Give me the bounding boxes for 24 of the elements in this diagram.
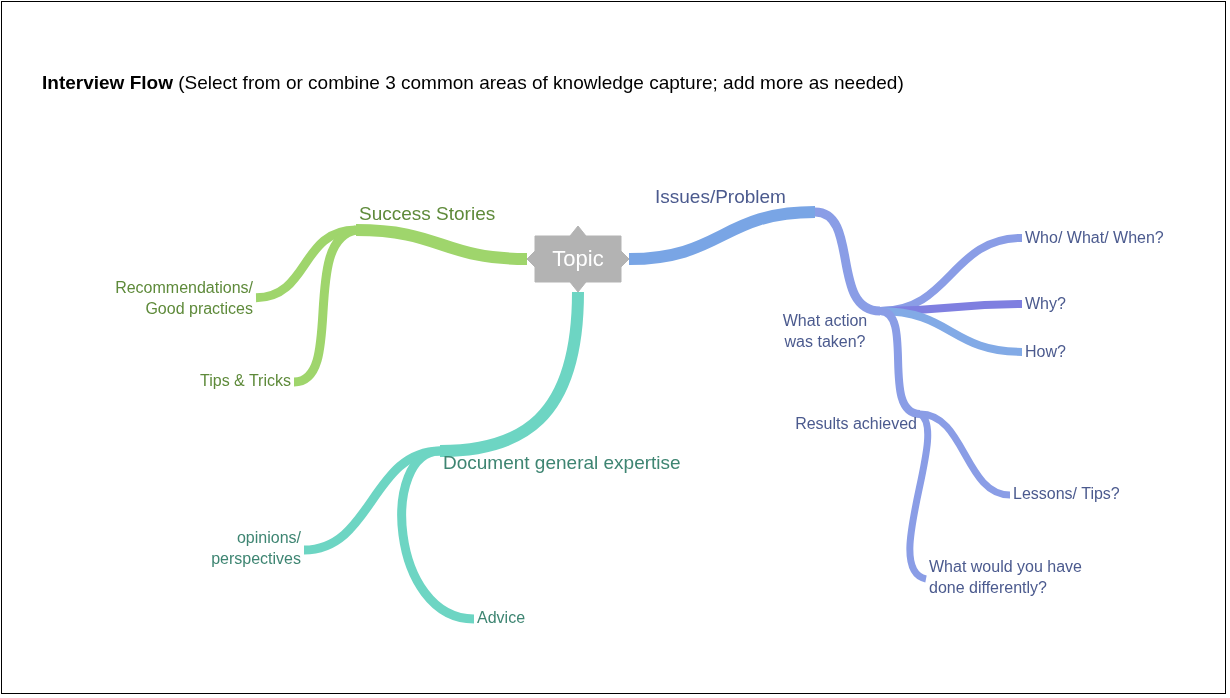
branch-label: What action was taken? [770, 311, 880, 357]
branch-line [919, 410, 1011, 499]
branch-label: Success Stories [356, 202, 522, 230]
branch-label: Recommendations/ Good practices [78, 278, 256, 322]
branch-label: Issues/Problem [652, 185, 815, 212]
branch-label: Advice [474, 608, 540, 630]
branch-label: Results achieved [776, 414, 920, 436]
branch-label: Why? [1022, 294, 1082, 316]
branch-line [439, 291, 584, 457]
branch-line [814, 207, 881, 316]
branch-label: Lessons/ Tips? [1010, 484, 1142, 506]
branch-label: Document general expertise [440, 451, 732, 478]
branch-line [355, 224, 528, 265]
branch-line [628, 206, 816, 265]
branch-label: How? [1022, 342, 1082, 364]
topic-label: Topic [551, 245, 605, 273]
branch-label: opinions/ perspectives [176, 528, 304, 572]
branch-label: Who/ What/ When? [1022, 228, 1194, 250]
branch-line [397, 446, 475, 624]
branch-line [255, 225, 357, 303]
branch-label: Tips & Tricks [166, 371, 294, 393]
diagram-title: Interview Flow (Select from or combine 3 common areas of knowledge capture; add more as needed) [42, 72, 904, 94]
branch-label: What would you have done differently? [926, 557, 1118, 601]
branch-line [878, 307, 921, 418]
